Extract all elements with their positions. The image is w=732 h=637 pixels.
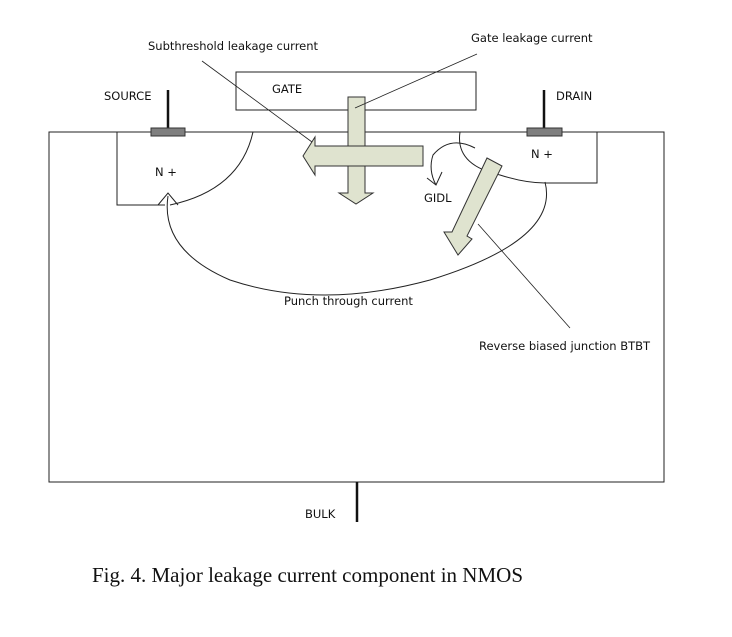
btbt-label: Reverse biased junction BTBT — [479, 339, 651, 353]
gate-label: GATE — [272, 82, 302, 96]
gidl-label: GIDL — [424, 191, 452, 205]
drain-label: DRAIN — [556, 89, 592, 103]
source-region-boundary — [116, 132, 165, 206]
drain-depletion-edge — [459, 131, 546, 184]
punch-through-label: Punch through current — [284, 294, 413, 308]
source-depletion-edge — [169, 131, 254, 206]
source-n-plus-label: N + — [155, 165, 177, 179]
punch-through-arrowhead — [157, 192, 179, 206]
source-label: SOURCE — [104, 89, 151, 103]
gidl-arrow-path — [430, 142, 476, 186]
btbt-leader-line — [477, 223, 571, 329]
gate-leakage-label: Gate leakage current — [471, 31, 593, 45]
drain-region-boundary — [545, 132, 598, 184]
btbt-arrow — [443, 157, 503, 256]
drain-n-plus-label: N + — [531, 147, 553, 161]
punch-through-path — [166, 181, 547, 296]
bulk-label: BULK — [305, 507, 336, 521]
gidl-arrowhead — [426, 171, 443, 186]
subthreshold-leader-line — [201, 60, 313, 143]
drain-contact — [526, 127, 563, 137]
source-contact — [150, 127, 186, 137]
subthreshold-label: Subthreshold leakage current — [148, 39, 319, 53]
subthreshold-arrow — [302, 135, 424, 177]
figure-caption: Fig. 4. Major leakage current component … — [92, 563, 523, 587]
gate-leakage-leader-line — [354, 53, 478, 109]
